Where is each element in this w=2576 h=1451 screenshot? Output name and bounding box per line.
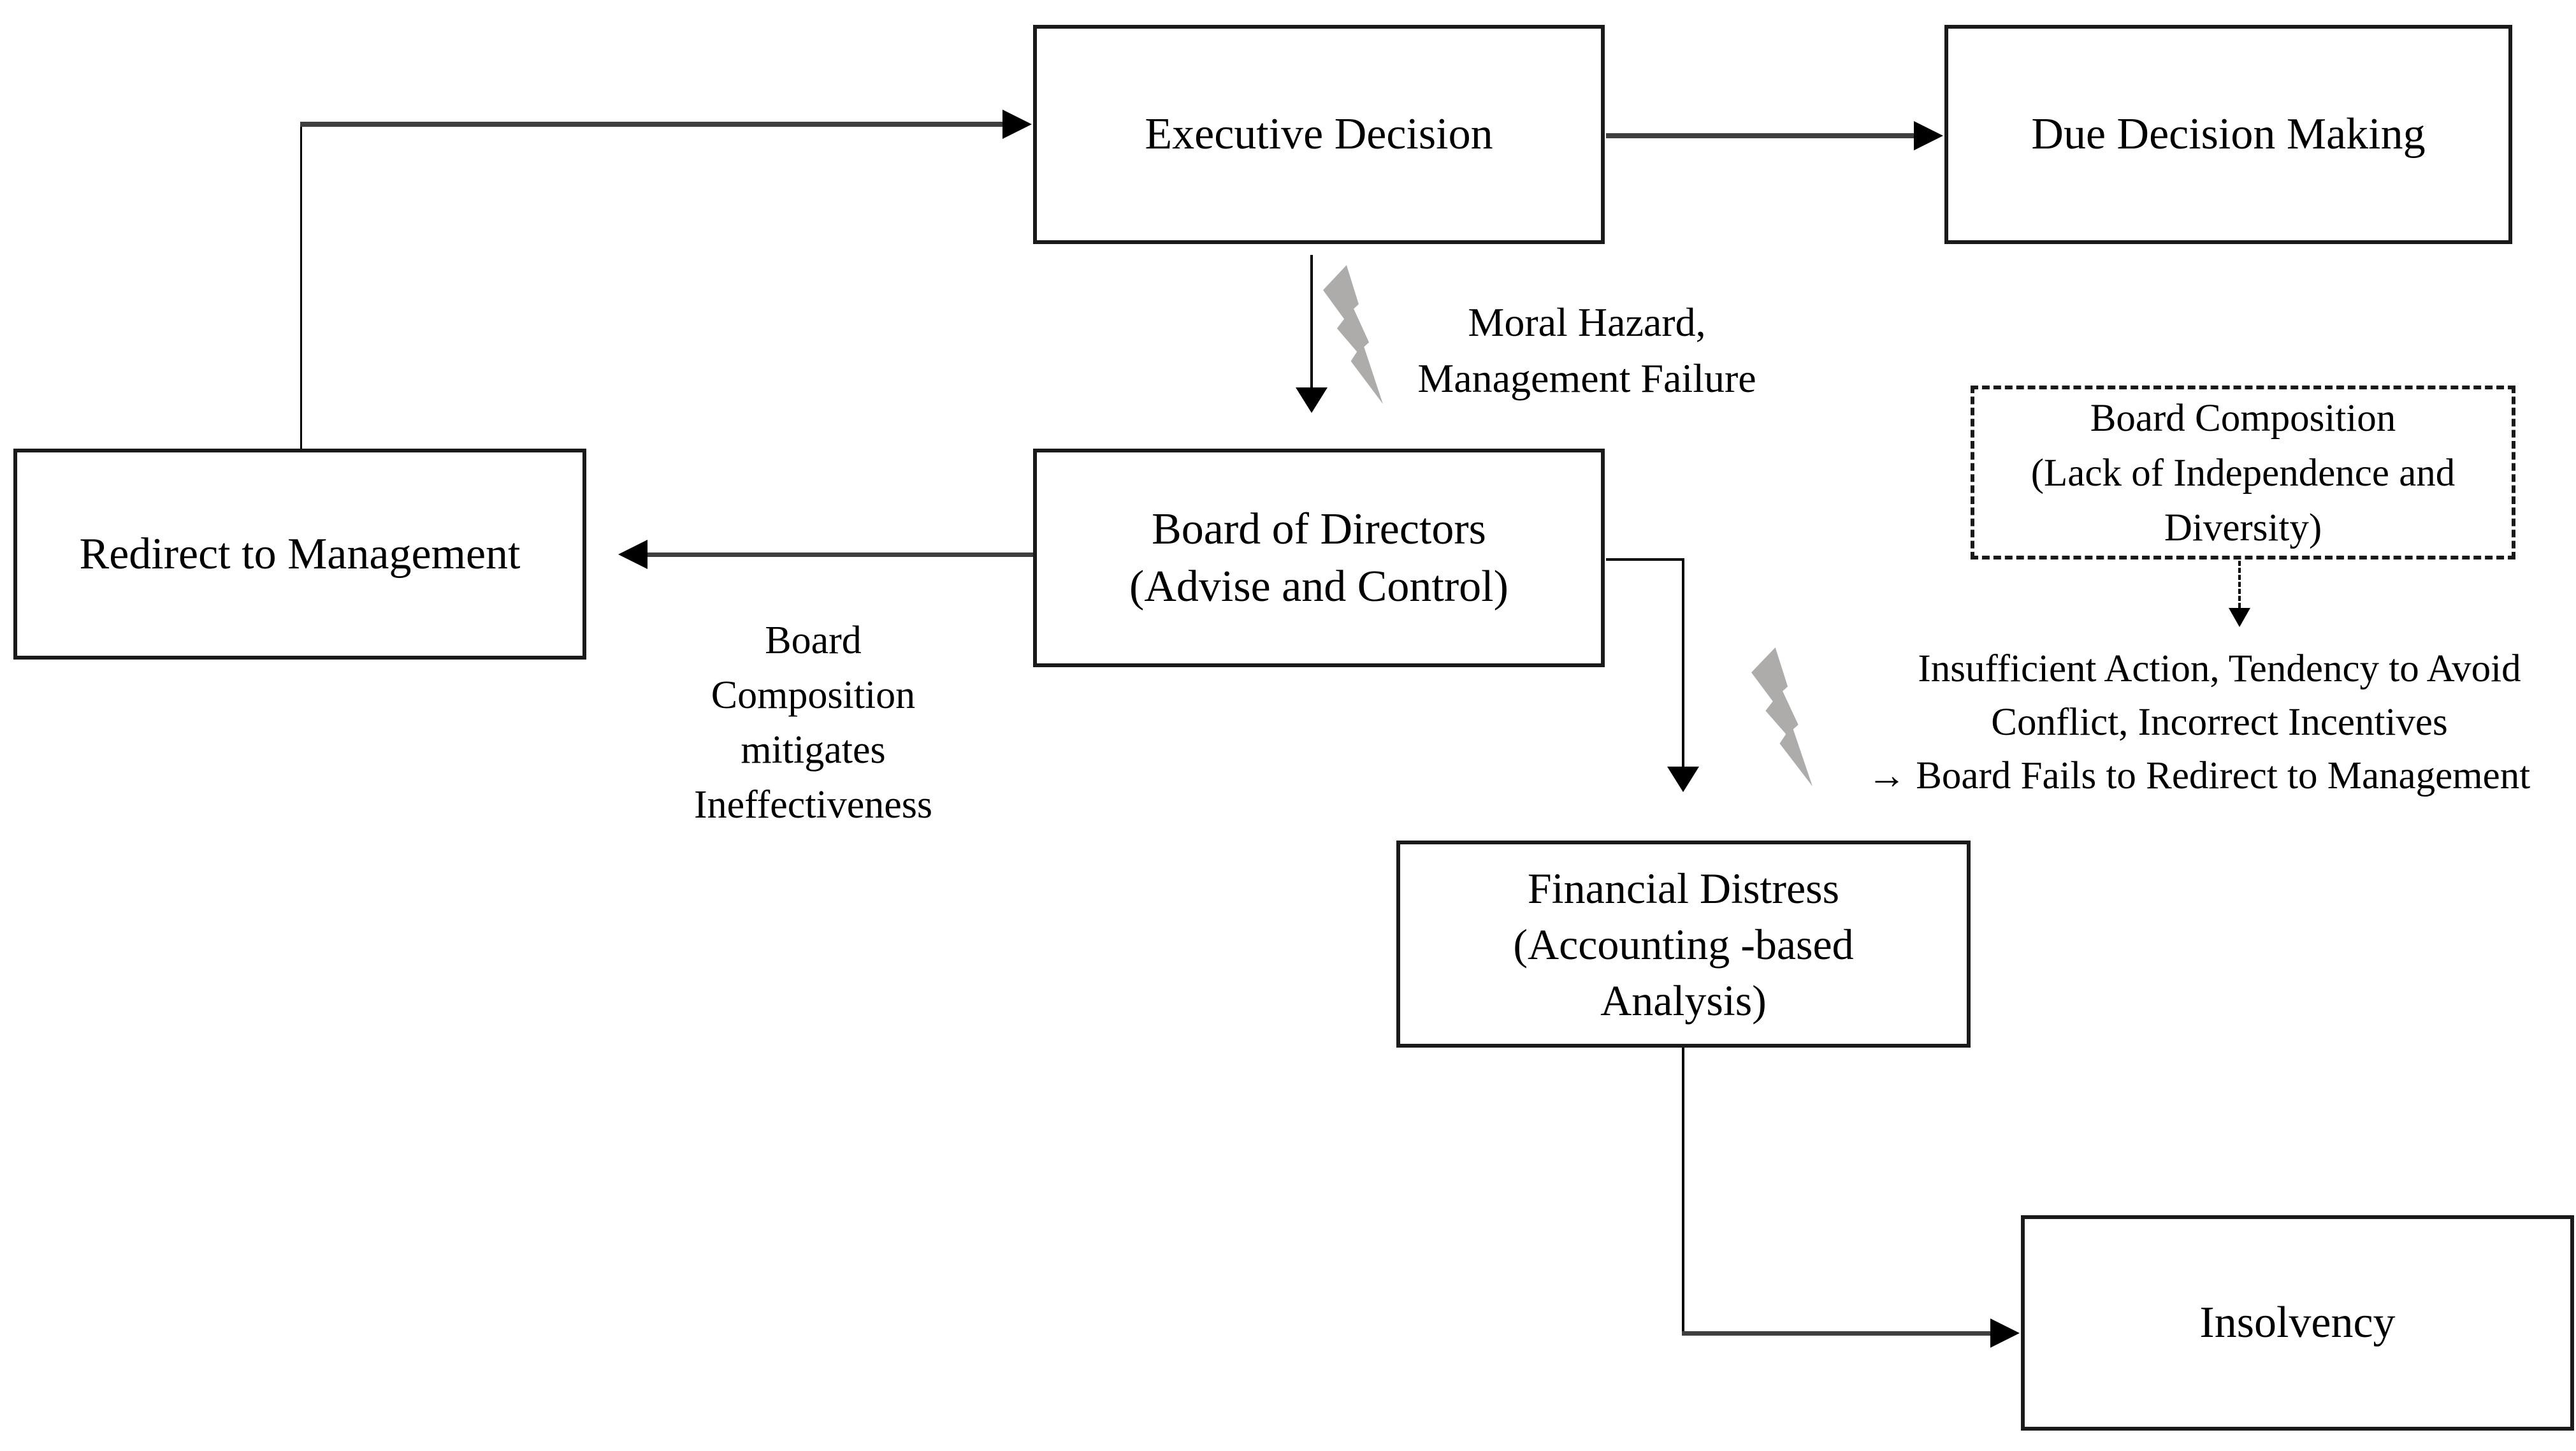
financial-distress-box: Financial Distress (Accounting -based An… <box>1396 841 1971 1048</box>
arrowhead-into-board-icon <box>1296 387 1328 413</box>
arrowhead-into-executive-icon <box>1002 110 1032 139</box>
insufficient-action-line1: Insufficient Action, Tendency to Avoid <box>1918 647 2521 690</box>
board-composition-mitigates-label: Board Composition mitigates Ineffectiven… <box>693 619 933 827</box>
executive-decision-box: Executive Decision <box>1033 25 1605 244</box>
arrow-executive-to-due-line <box>1606 133 1915 138</box>
arrow-board-to-financial-vertical <box>1682 558 1684 768</box>
insolvency-box: Insolvency <box>2021 1215 2574 1431</box>
board-composition-dashed-box: Board Composition (Lack of Independence … <box>1971 386 2515 559</box>
dashed-arrowhead-composition-icon <box>2229 608 2250 627</box>
insufficient-action-line2: Conflict, Incorrect Incentives <box>1991 701 2448 744</box>
arrow-board-to-redirect-line <box>646 552 1033 557</box>
arrow-redirect-to-executive-horizontal <box>300 122 1004 127</box>
arrowhead-into-insolvency-icon <box>1990 1318 2020 1348</box>
lightning-bolt-icon <box>1751 647 1813 786</box>
arrow-redirect-to-executive-vertical <box>300 124 302 449</box>
arrowhead-into-financial-icon <box>1667 767 1699 792</box>
dashed-arrow-composition-line <box>2238 561 2241 608</box>
insufficient-action-label: Insufficient Action, Tendency to Avoid C… <box>1867 642 2572 803</box>
moral-hazard-label: Moral Hazard, Management Failure <box>1417 300 1756 401</box>
arrow-board-to-financial-horizontal <box>1606 558 1684 561</box>
board-of-directors-box: Board of Directors (Advise and Control) <box>1033 449 1605 667</box>
insufficient-action-line3: → Board Fails to Redirect to Management <box>1867 754 2531 797</box>
arrowhead-into-due-icon <box>1914 121 1943 150</box>
lightning-bolt-icon <box>1323 265 1383 404</box>
arrow-financial-to-insolvency-horizontal <box>1682 1331 1992 1336</box>
arrow-executive-to-board-line <box>1310 255 1313 389</box>
redirect-to-management-box: Redirect to Management <box>13 449 586 660</box>
arrowhead-into-redirect-icon <box>618 540 648 569</box>
arrow-financial-to-insolvency-vertical <box>1682 1048 1684 1333</box>
due-decision-making-box: Due Decision Making <box>1944 25 2512 244</box>
